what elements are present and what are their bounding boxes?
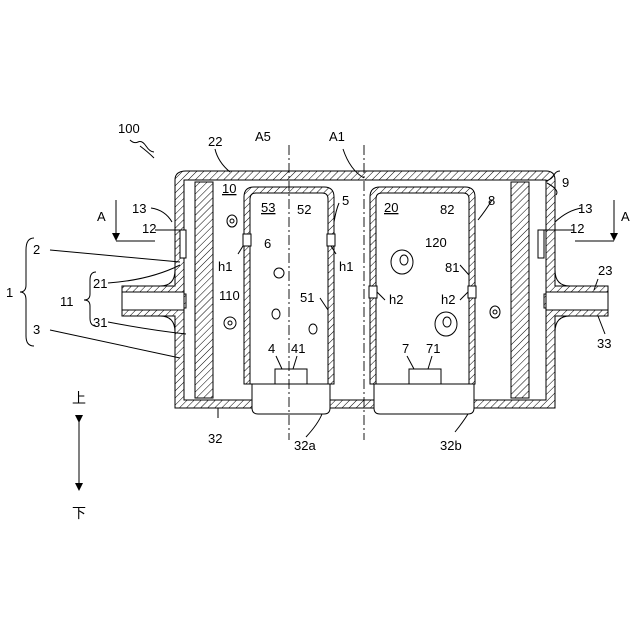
label-3: 3 <box>33 322 40 337</box>
label-h2-right: h2 <box>441 292 455 307</box>
label-h1-right: h1 <box>339 259 353 274</box>
label-81: 81 <box>445 260 459 275</box>
label-32b: 32b <box>440 438 462 453</box>
left-bracket <box>180 230 186 258</box>
right-insulator <box>511 182 529 398</box>
label-A-left: A <box>97 209 106 224</box>
label-32a: 32a <box>294 438 316 453</box>
sensor-41 <box>275 369 307 384</box>
label-7: 7 <box>402 341 409 356</box>
label-52: 52 <box>297 202 311 217</box>
label-h2-left: h2 <box>389 292 403 307</box>
brace-1 <box>20 238 34 346</box>
label-22: 22 <box>208 134 222 149</box>
label-9: 9 <box>562 175 569 190</box>
pipe-left-bore <box>122 292 184 310</box>
label-2: 2 <box>33 242 40 257</box>
label-21: 21 <box>93 276 107 291</box>
label-12-left: 12 <box>142 221 156 236</box>
label-71: 71 <box>426 341 440 356</box>
label-13-left: 13 <box>132 201 146 216</box>
right-bracket <box>538 230 544 258</box>
label-41: 41 <box>291 341 305 356</box>
label-51: 51 <box>300 290 314 305</box>
label-5: 5 <box>342 193 349 208</box>
label-33: 33 <box>597 336 611 351</box>
sensor-71 <box>409 369 441 384</box>
label-4: 4 <box>268 341 275 356</box>
label-up: 上 <box>72 390 86 406</box>
label-20: 20 <box>384 200 398 215</box>
label-10: 10 <box>222 181 236 196</box>
cap-32b <box>374 384 474 414</box>
inner-case-8 <box>370 187 475 384</box>
label-8: 8 <box>488 193 495 208</box>
label-32: 32 <box>208 431 222 446</box>
label-1: 1 <box>6 285 13 300</box>
label-23: 23 <box>598 263 612 278</box>
hole-h2-left <box>369 286 377 298</box>
label-6: 6 <box>264 236 271 251</box>
label-A5: A5 <box>255 129 271 144</box>
hole-h1-left <box>243 234 251 246</box>
hole-h1-right <box>327 234 335 246</box>
hole-h2-right <box>468 286 476 298</box>
label-100: 100 <box>118 121 140 136</box>
label-53: 53 <box>261 200 275 215</box>
label-down: 下 <box>72 505 86 521</box>
label-A-right: A <box>621 209 630 224</box>
label-120: 120 <box>425 235 447 250</box>
cap-32a <box>252 384 330 414</box>
left-insulator <box>195 182 213 398</box>
labels: 100 22 A5 A1 9 10 53 52 5 20 82 8 13 13 … <box>6 121 630 521</box>
pipe-right-bore <box>546 292 608 310</box>
label-82: 82 <box>440 202 454 217</box>
label-110: 110 <box>219 288 240 303</box>
label-13-right: 13 <box>578 201 592 216</box>
label-A1: A1 <box>329 129 345 144</box>
label-h1-left: h1 <box>218 259 232 274</box>
label-11: 11 <box>60 294 74 309</box>
label-12-right: 12 <box>570 221 584 236</box>
label-31: 31 <box>93 315 107 330</box>
